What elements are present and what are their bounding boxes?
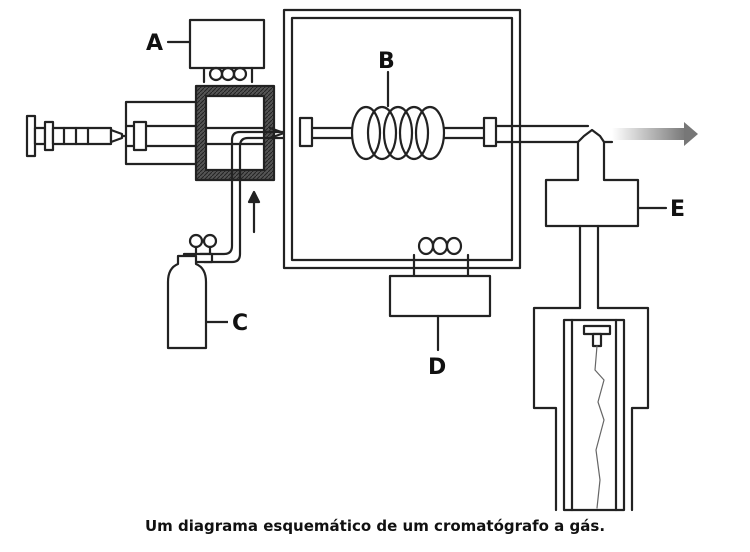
injector [124,100,198,166]
label-a: A [146,31,163,56]
oven-heater-d [388,236,492,352]
carrier-flow-arrow [247,190,261,234]
label-e: E [670,197,685,222]
carrier-gas-line-inner [202,136,286,264]
carrier-gas-line [198,130,286,256]
label-c: C [232,311,248,336]
figure-caption: Um diagrama esquemático de um cromatógra… [144,517,606,535]
column-coil [298,70,498,161]
recorder [532,306,650,512]
syringe [25,114,134,158]
outlet-arrow [612,122,698,146]
label-d: D [428,355,446,380]
detector-e [544,128,668,310]
carrier-gas-cylinder [166,254,208,350]
heater-a [166,18,266,84]
label-b: B [378,49,395,74]
outlet-tube [494,124,614,144]
